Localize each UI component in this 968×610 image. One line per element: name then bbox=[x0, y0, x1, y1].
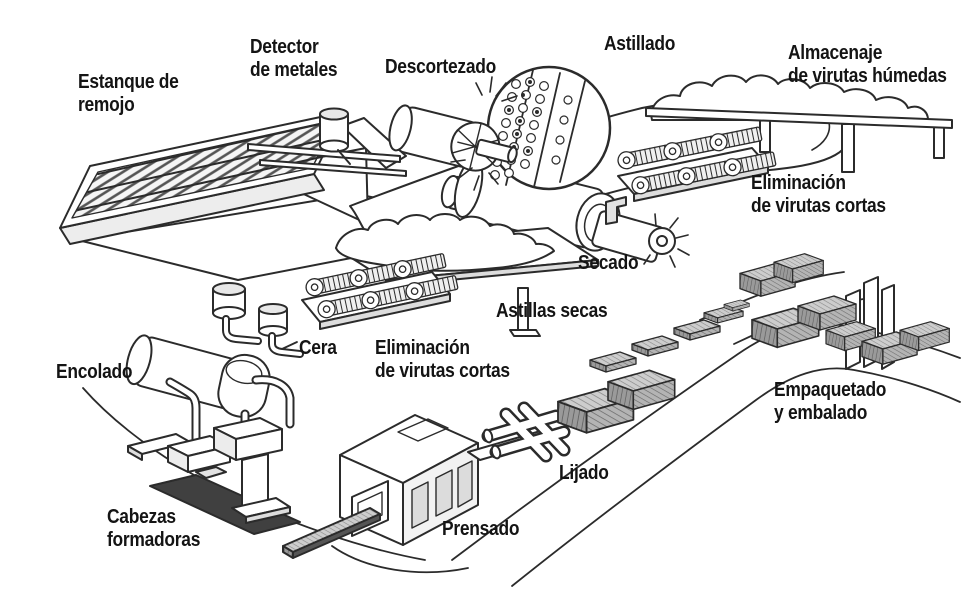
label-astillas-secas: Astillas secas bbox=[496, 300, 608, 323]
wax-tanks-illustration bbox=[212, 282, 304, 358]
label-line: Prensado bbox=[442, 518, 520, 540]
label-secado: Secado bbox=[578, 252, 639, 275]
debarker-illustration bbox=[388, 76, 518, 191]
label-line: y embalado bbox=[774, 402, 868, 424]
label-detector-metales: Detector de metales bbox=[250, 36, 338, 82]
label-lijado: Lijado bbox=[559, 462, 609, 485]
label-line: Eliminación bbox=[375, 337, 470, 359]
short-chip-removal-upper-illustration bbox=[615, 124, 778, 202]
chipper-illustration bbox=[486, 65, 612, 191]
label-empaquetado-embalado: Empaquetado y embalado bbox=[774, 379, 886, 425]
label-line: Detector bbox=[250, 36, 319, 58]
label-line: Astillado bbox=[604, 33, 676, 55]
dryer-illustration bbox=[440, 157, 690, 268]
label-line: remojo bbox=[78, 94, 135, 116]
label-line: formadoras bbox=[107, 529, 201, 551]
label-line: Cabezas bbox=[107, 506, 176, 528]
label-cabezas-formadoras: Cabezas formadoras bbox=[107, 506, 200, 552]
label-estanque-remojo: Estanque de remojo bbox=[78, 71, 179, 117]
label-line: Lijado bbox=[559, 462, 609, 484]
label-line: Astillas secas bbox=[496, 300, 608, 322]
label-line: de metales bbox=[250, 59, 338, 81]
label-descortezado: Descortezado bbox=[385, 56, 496, 79]
label-line: Empaquetado bbox=[774, 379, 887, 401]
label-line: Eliminación bbox=[751, 172, 846, 194]
label-eliminacion-virutas-cortas-superior: Eliminación de virutas cortas bbox=[751, 172, 886, 218]
label-almacenaje-virutas-humedas: Almacenaje de virutas húmedas bbox=[788, 42, 947, 88]
press-illustration bbox=[282, 414, 479, 574]
label-line: Encolado bbox=[56, 361, 133, 383]
label-line: Almacenaje bbox=[788, 42, 883, 64]
label-cera: Cera bbox=[299, 337, 337, 360]
cera-leader-line bbox=[281, 341, 298, 350]
label-line: Secado bbox=[578, 252, 639, 274]
label-line: de virutas húmedas bbox=[788, 65, 947, 87]
metal-detector-illustration bbox=[247, 107, 407, 177]
label-encolado: Encolado bbox=[56, 361, 132, 384]
label-line: de virutas cortas bbox=[751, 195, 886, 217]
short-chip-removal-center-illustration bbox=[301, 250, 460, 330]
forming-heads-illustration bbox=[127, 417, 301, 535]
label-line: Descortezado bbox=[385, 56, 496, 78]
label-line: Cera bbox=[299, 337, 337, 359]
label-astillado: Astillado bbox=[604, 33, 675, 56]
blender-illustration bbox=[82, 334, 426, 561]
sander-illustration bbox=[467, 401, 571, 463]
label-eliminacion-virutas-cortas-central: Eliminación de virutas cortas bbox=[375, 337, 510, 383]
label-prensado: Prensado bbox=[442, 518, 519, 541]
label-line: de virutas cortas bbox=[375, 360, 510, 382]
label-line: Estanque de bbox=[78, 71, 179, 93]
